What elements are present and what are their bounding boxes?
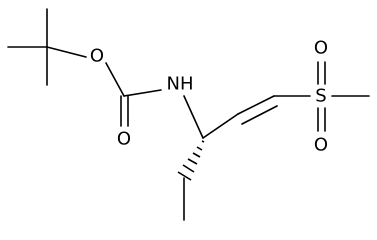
- wedge-hash-6: [177, 171, 192, 181]
- wedge-hash-2: [196, 146, 203, 151]
- bond-chiral-carbon-vinyl-carbon: [202, 113, 239, 139]
- sulfur-label: S: [315, 86, 326, 107]
- nitrogen-label: NH: [167, 74, 194, 95]
- bond-tbu-c-ester-oxygen: [46, 46, 87, 58]
- bond-ester-oxygen-carbonyl-carbon: [105, 62, 125, 97]
- backbone: [183, 95, 311, 139]
- bond-nitrogen-chiral-carbon: [183, 95, 204, 139]
- molecule-structure-diagram: O O NH S O O: [7, 8, 370, 221]
- stereo-hashed-wedge: [177, 140, 205, 181]
- sulfonyl-oxygen-bottom-label: O: [314, 135, 328, 156]
- bond-alkene-double-a: [237, 95, 275, 115]
- wedge-hash-4: [187, 158, 198, 165]
- wedge-hash-1: [201, 140, 205, 143]
- wedge-hash-5: [182, 164, 195, 173]
- tert-butyl-group: [7, 8, 87, 86]
- carbonyl-oxygen-label: O: [117, 129, 131, 150]
- wedge-hash-3: [192, 152, 201, 158]
- carbamate-group: O O NH: [90, 46, 194, 150]
- sulfonyl-oxygen-top-label: O: [314, 38, 328, 59]
- bond-alkene-double-b: [241, 105, 278, 125]
- ester-oxygen-label: O: [90, 46, 104, 67]
- bond-carbonyl-carbon-nitrogen: [123, 89, 162, 97]
- methylsulfonyl-group: S O O: [314, 38, 370, 156]
